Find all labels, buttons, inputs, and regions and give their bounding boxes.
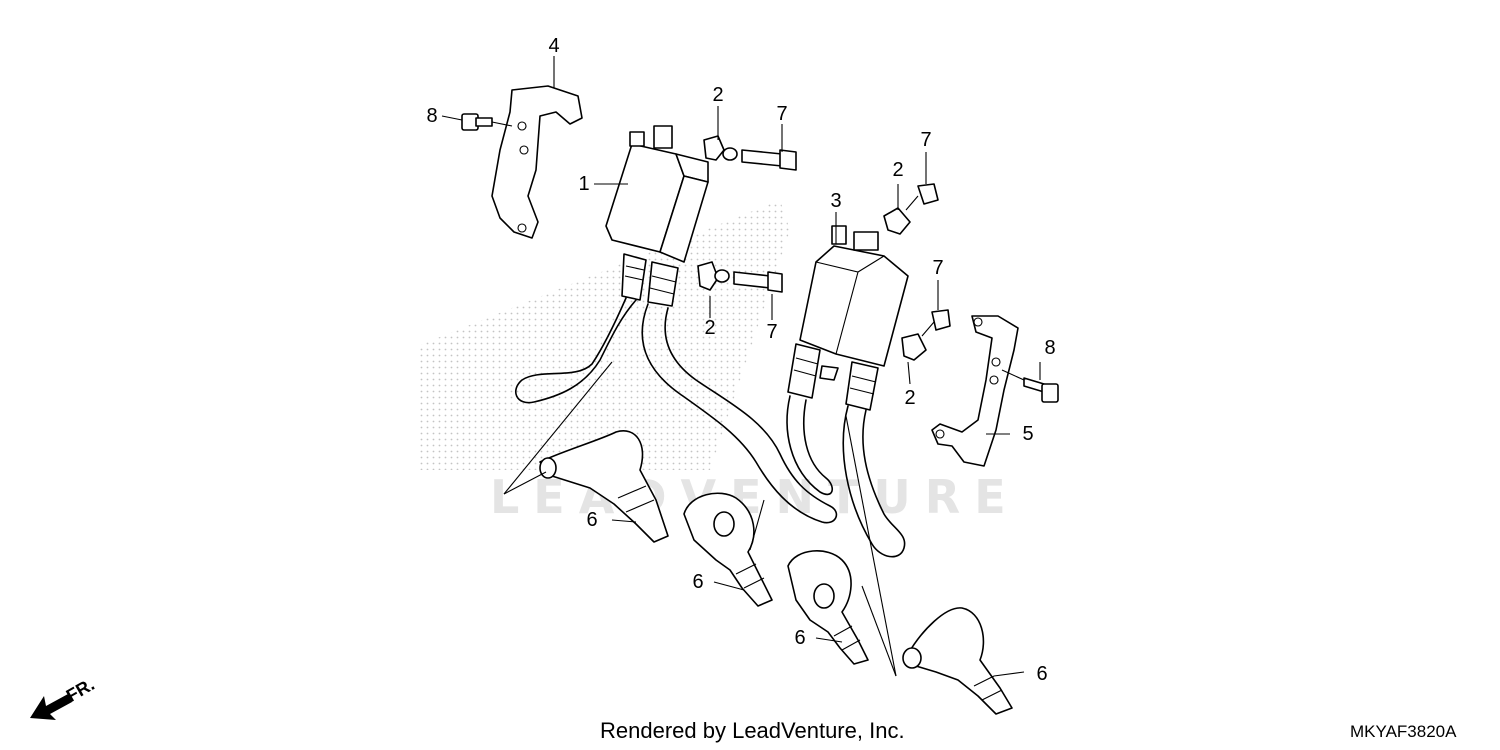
callout-4: 4 <box>548 35 560 57</box>
cable-coil1-a <box>514 297 637 404</box>
callout-7-d: 7 <box>932 257 944 279</box>
callout-2-d: 2 <box>904 387 916 409</box>
bolt-8-right <box>1001 369 1059 403</box>
callout-2-c: 2 <box>892 159 904 181</box>
callout-7-b: 7 <box>766 321 778 343</box>
front-direction-arrow <box>30 694 72 720</box>
callout-6-b: 6 <box>692 571 704 593</box>
bracket-5 <box>931 315 1019 467</box>
callout-7-a: 7 <box>776 103 788 125</box>
callout-5: 5 <box>1022 423 1034 445</box>
bracket-4 <box>491 85 583 239</box>
plug-cap-6-c <box>787 550 869 665</box>
clamp-2-upper-right <box>883 183 939 235</box>
callout-1: 1 <box>578 173 590 195</box>
cable-coil3-a <box>786 395 833 496</box>
callout-8-right: 8 <box>1044 337 1056 359</box>
callout-6-d: 6 <box>1036 663 1048 685</box>
cable-coil1-b <box>641 303 838 524</box>
bracket-5-hole <box>989 375 999 385</box>
callout-2-a: 2 <box>712 84 724 106</box>
cable-coil3-b <box>842 405 906 558</box>
bolt-8-left <box>461 113 513 131</box>
ignition-coil-3 <box>787 225 909 411</box>
bracket-4-hole <box>517 121 527 131</box>
leader-lines <box>441 56 1041 677</box>
diagram-code: MKYAF3820A <box>1350 722 1457 741</box>
bracket-5-hole <box>991 357 1001 367</box>
bracket-5-hole <box>935 429 945 439</box>
plug-cap-6-b <box>683 492 773 607</box>
plug-cap-6-d <box>902 607 1013 715</box>
callout-8-left: 8 <box>426 105 438 127</box>
bracket-4-hole <box>517 223 527 233</box>
bracket-5-hole <box>973 317 983 327</box>
dotted-shadow <box>420 200 790 470</box>
ignition-coil-1 <box>605 125 709 307</box>
callout-6-a: 6 <box>586 509 598 531</box>
clamp-2-upper-left <box>703 135 797 171</box>
clamp-2-lower-left <box>697 261 783 293</box>
callout-3: 3 <box>830 190 842 212</box>
callout-2-b: 2 <box>704 317 716 339</box>
clamp-2-lower-right <box>901 309 951 361</box>
footer-credit: Rendered by LeadVenture, Inc. <box>600 718 905 743</box>
bracket-4-hole <box>519 145 529 155</box>
callout-6-c: 6 <box>794 627 806 649</box>
callout-7-c: 7 <box>920 129 932 151</box>
